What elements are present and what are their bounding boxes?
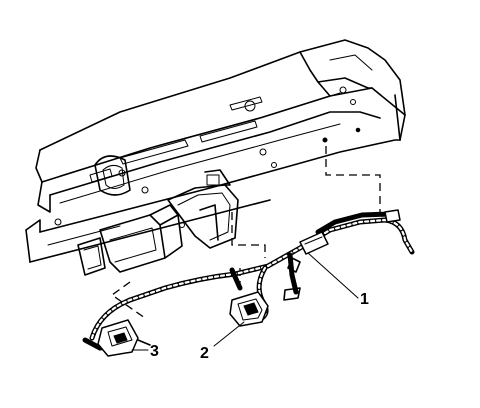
callout-leaders (131, 252, 359, 351)
callout-2-label: 2 (200, 345, 209, 362)
callout-1-label: 1 (360, 291, 369, 308)
center-module-bracket (167, 169, 239, 249)
harness-connector (229, 291, 269, 327)
harness-junction-connector (283, 209, 401, 301)
wiring-harness (82, 211, 415, 351)
callout-3-label: 3 (150, 343, 159, 360)
left-module-bracket (77, 204, 183, 276)
harness-end-connector (97, 319, 151, 357)
dash-frame (25, 39, 406, 263)
